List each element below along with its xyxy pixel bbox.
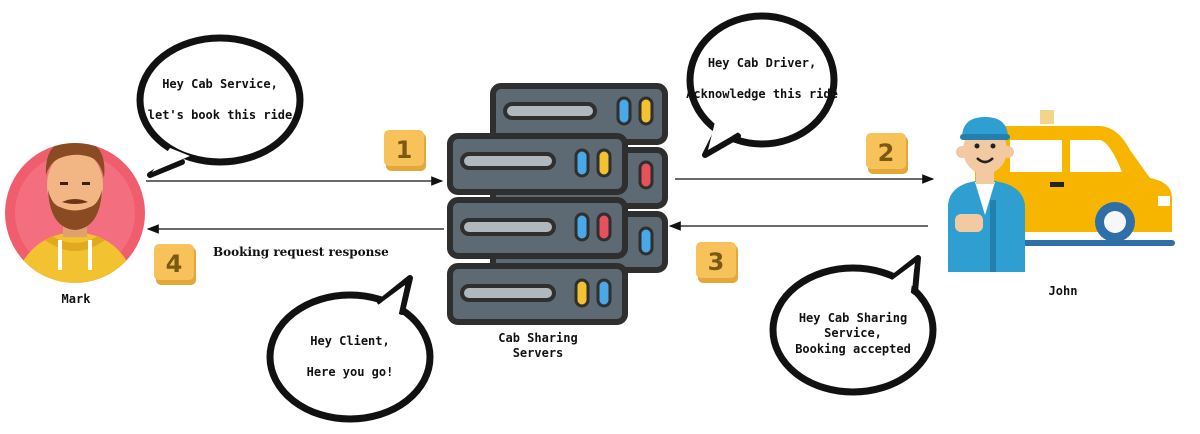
- step-badge-2: 2: [866, 133, 908, 174]
- driver-request-line2: Acknowledge this ride: [686, 87, 838, 101]
- step-4-number: 4: [166, 250, 183, 278]
- server-label-line1: Cab Sharing: [498, 331, 577, 345]
- step-badge-1: 1: [384, 130, 426, 171]
- speech-bubble-driver-request: Hey Cab Driver, Acknowledge this ride: [686, 12, 838, 158]
- step-2-number: 2: [878, 139, 895, 167]
- driver-reply-line1: Hey Cab Sharing: [799, 311, 907, 325]
- driver-request-line1: Hey Cab Driver,: [708, 56, 816, 70]
- driver-avatar-icon: [948, 117, 1025, 272]
- driver-name-label: John: [1049, 284, 1078, 298]
- step-badge-4: 4: [154, 244, 196, 285]
- client-request-line2: let's book this ride: [148, 108, 293, 122]
- mark-avatar-icon: [5, 143, 145, 283]
- response-label: Booking request response: [213, 245, 389, 259]
- server-stack-icon: [447, 83, 668, 325]
- step-1-number: 1: [396, 136, 413, 164]
- speech-bubble-client-request: Hey Cab Service, let's book this ride: [136, 34, 304, 178]
- server-response-line1: Hey Client,: [310, 334, 389, 348]
- client-name-label: Mark: [62, 292, 92, 306]
- client-request-line1: Hey Cab Service,: [162, 77, 278, 91]
- speech-bubble-server-response: Hey Client, Here you go!: [266, 275, 434, 423]
- server-label-line2: Servers: [513, 346, 564, 360]
- driver-reply-line2: Service,: [824, 326, 882, 340]
- server-response-line2: Here you go!: [307, 365, 394, 379]
- driver-reply-line3: Booking accepted: [795, 342, 911, 356]
- step-badge-3: 3: [696, 242, 738, 283]
- speech-bubble-driver-reply: Hey Cab Sharing Service, Booking accepte…: [769, 255, 937, 396]
- step-3-number: 3: [708, 248, 725, 276]
